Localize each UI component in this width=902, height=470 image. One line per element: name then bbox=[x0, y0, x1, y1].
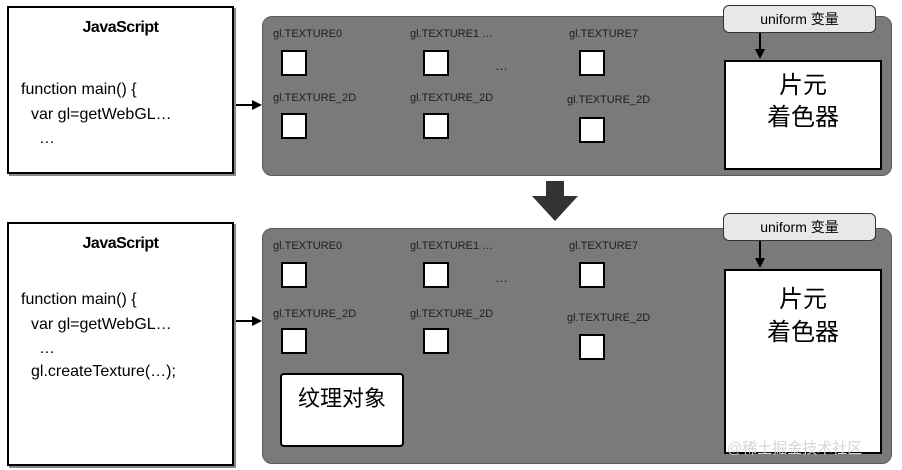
bottom-shader-label-line1: 片元 bbox=[779, 286, 827, 313]
top-target-box-1 bbox=[281, 113, 307, 139]
bottom-uniform-variable-tab: uniform 变量 bbox=[723, 213, 876, 241]
top-unit-box-texture0 bbox=[281, 50, 307, 76]
bottom-unit-label-texture1: gl.TEXTURE1 … bbox=[410, 240, 494, 252]
bottom-code-line-1: function main() { bbox=[21, 291, 137, 308]
bottom-target-box-1 bbox=[281, 328, 307, 354]
top-target-box-3 bbox=[579, 117, 605, 143]
top-code-line-1: function main() { bbox=[21, 81, 137, 98]
bottom-javascript-box: JavaScript function main() { var gl=getW… bbox=[7, 222, 234, 466]
bottom-target-label-1: gl.TEXTURE_2D bbox=[273, 308, 357, 320]
bottom-unit-label-texture0: gl.TEXTURE0 bbox=[273, 240, 343, 252]
transition-down-arrow bbox=[532, 181, 578, 221]
top-javascript-box: JavaScript function main() { var gl=getW… bbox=[7, 6, 234, 174]
bottom-target-label-3: gl.TEXTURE_2D bbox=[567, 312, 651, 324]
bottom-target-label-2: gl.TEXTURE_2D bbox=[410, 308, 494, 320]
bottom-unit-box-texture0 bbox=[281, 262, 307, 288]
bottom-code-line-3: … bbox=[39, 340, 55, 357]
top-target-label-1: gl.TEXTURE_2D bbox=[273, 92, 357, 104]
top-target-label-3: gl.TEXTURE_2D bbox=[567, 94, 651, 106]
top-code-line-2: var gl=getWebGL… bbox=[31, 106, 172, 123]
bottom-target-box-2 bbox=[423, 328, 449, 354]
bottom-code-line-2: var gl=getWebGL… bbox=[31, 316, 172, 333]
top-unit-label-texture1: gl.TEXTURE1 … bbox=[410, 28, 494, 40]
bottom-unit-label-texture7: gl.TEXTURE7 bbox=[569, 240, 639, 252]
top-target-box-2 bbox=[423, 113, 449, 139]
top-target-label-2: gl.TEXTURE_2D bbox=[410, 92, 494, 104]
bottom-uniform-to-shader-arrowhead bbox=[755, 258, 765, 268]
bottom-javascript-title: JavaScript bbox=[82, 235, 159, 252]
top-uniform-to-shader-arrowhead bbox=[755, 49, 765, 59]
top-unit-box-texture7 bbox=[579, 50, 605, 76]
bottom-unit-box-texture1 bbox=[423, 262, 449, 288]
top-uniform-variable-tab: uniform 变量 bbox=[723, 5, 876, 33]
top-code-line-3: … bbox=[39, 130, 55, 147]
top-fragment-shader-box: 片元 着色器 bbox=[724, 60, 882, 170]
top-shader-label-line1: 片元 bbox=[779, 72, 827, 99]
bottom-js-to-panel-arrowhead bbox=[252, 316, 262, 326]
top-shader-label-line2: 着色器 bbox=[767, 104, 839, 131]
bottom-target-box-3 bbox=[579, 334, 605, 360]
bottom-unit-box-texture7 bbox=[579, 262, 605, 288]
top-unit-label-texture7: gl.TEXTURE7 bbox=[569, 28, 639, 40]
top-unit-label-texture0: gl.TEXTURE0 bbox=[273, 28, 343, 40]
bottom-shader-label-line2: 着色器 bbox=[767, 319, 839, 346]
bottom-units-ellipsis: … bbox=[495, 270, 508, 285]
bottom-code-line-4: gl.createTexture(…); bbox=[31, 363, 176, 380]
top-units-ellipsis: … bbox=[495, 58, 508, 73]
top-unit-box-texture1 bbox=[423, 50, 449, 76]
top-javascript-title: JavaScript bbox=[82, 19, 159, 36]
texture-object-box: 纹理对象 bbox=[280, 373, 404, 447]
bottom-fragment-shader-box: 片元 着色器 bbox=[724, 269, 882, 454]
watermark: @稀土掘金技术社区 bbox=[727, 440, 863, 457]
top-js-to-panel-arrowhead bbox=[252, 100, 262, 110]
texture-object-label: 纹理对象 bbox=[297, 386, 386, 411]
